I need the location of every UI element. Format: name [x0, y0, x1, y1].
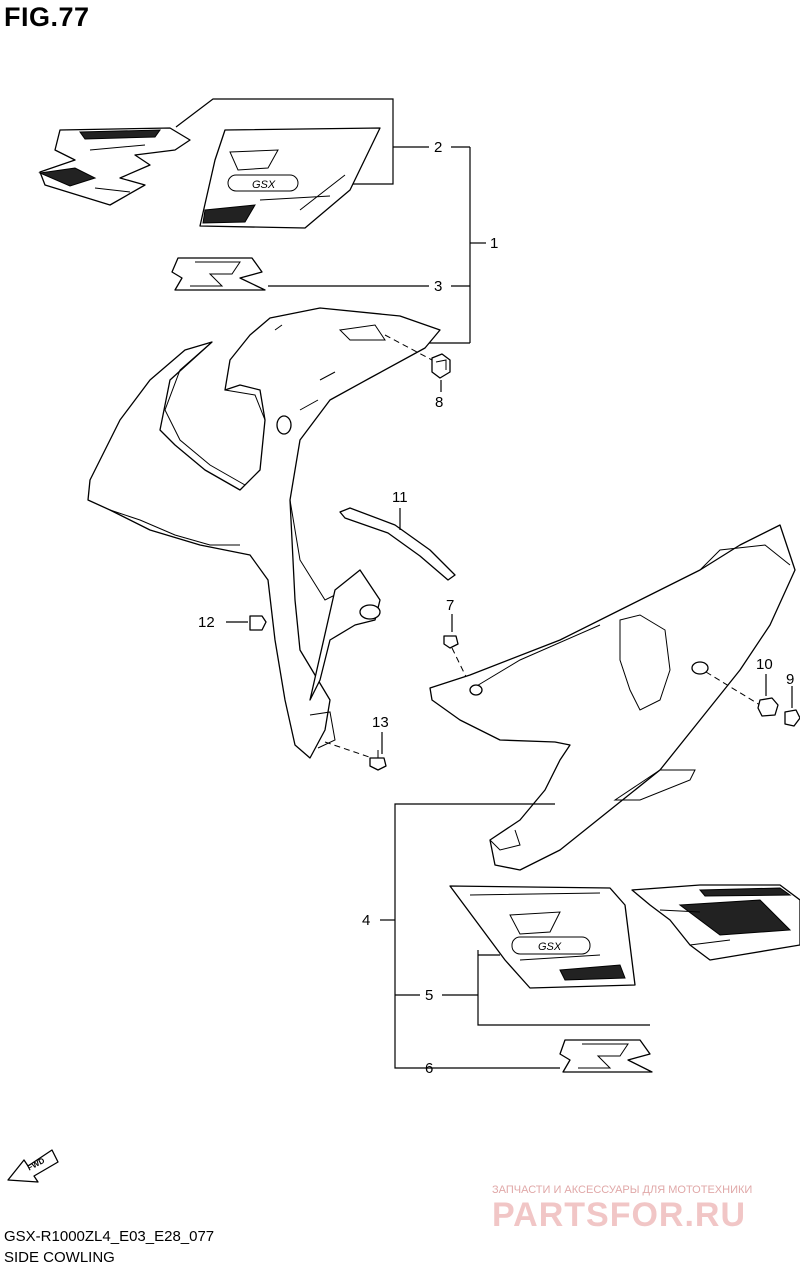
- leader-13-dash: [324, 741, 379, 761]
- callout-3: 3: [434, 278, 442, 295]
- section-name: SIDE COWLING: [4, 1249, 115, 1266]
- callout-4: 4: [362, 912, 370, 929]
- upper-side-cowling[interactable]: [87, 307, 441, 759]
- lower-right-decal[interactable]: [631, 884, 800, 961]
- bolt-9[interactable]: [784, 709, 800, 727]
- watermark-tagline: ЗАПЧАСТИ И АКСЕССУАРЫ ДЛЯ МОТОТЕХНИКИ: [492, 1184, 753, 1196]
- lower-r-emblem[interactable]: [559, 1039, 653, 1073]
- leader-lines-upper: [268, 137, 486, 344]
- callout-12: 12: [198, 614, 215, 631]
- gsx-logo-mark-lower: GSX: [538, 941, 562, 953]
- callout-6: 6: [425, 1060, 433, 1077]
- clip-12[interactable]: [249, 615, 267, 631]
- callout-11: 11: [392, 489, 408, 506]
- model-code: GSX-R1000ZL4_E03_E28_077: [4, 1228, 215, 1245]
- leader-8-dash: [384, 334, 433, 361]
- upper-r-emblem[interactable]: [171, 257, 266, 291]
- callout-10: 10: [756, 656, 773, 673]
- upper-right-decal[interactable]: GSX: [199, 127, 381, 229]
- grommet-8[interactable]: [431, 353, 451, 379]
- figure-label: FIG.77: [4, 2, 90, 32]
- callout-5: 5: [425, 987, 433, 1004]
- screw-13[interactable]: [369, 750, 387, 771]
- watermark-brand: PARTSFOR.RU: [492, 1196, 747, 1234]
- upper-left-decal[interactable]: [38, 127, 191, 206]
- lower-left-decal[interactable]: GSX: [449, 885, 636, 989]
- callout-13: 13: [372, 714, 389, 731]
- lower-decal-set-bracket: [420, 950, 650, 1026]
- lower-side-cowling[interactable]: [429, 524, 796, 871]
- trim-strip-11[interactable]: [339, 507, 456, 581]
- fwd-arrow-icon: FWD: [7, 1149, 59, 1183]
- leader-9-10-dash: [705, 671, 761, 706]
- callout-1: 1: [490, 235, 498, 252]
- callout-2: 2: [434, 139, 442, 156]
- callout-7: 7: [446, 597, 454, 614]
- gsx-logo-mark: GSX: [252, 179, 276, 191]
- callout-8: 8: [435, 394, 443, 411]
- grommet-10[interactable]: [757, 697, 779, 717]
- callout-9: 9: [786, 671, 794, 688]
- leader-lines-lower: [380, 803, 560, 1069]
